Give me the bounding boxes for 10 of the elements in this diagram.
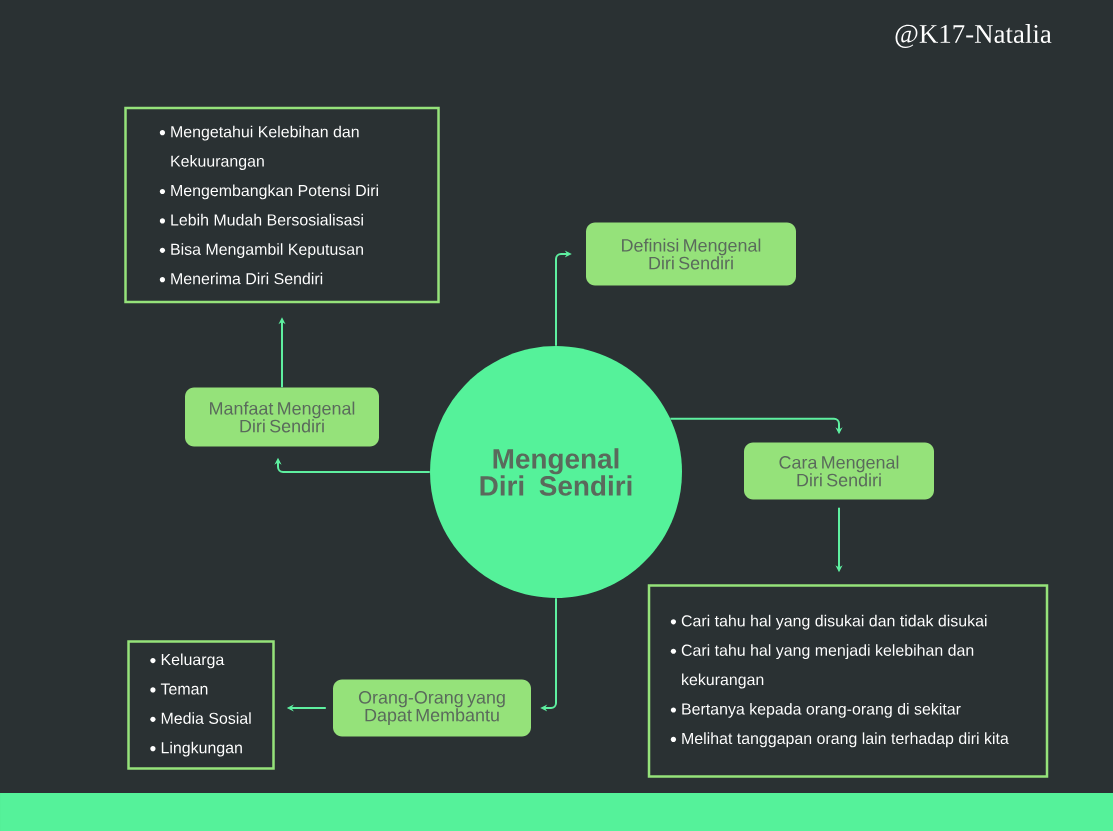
bullet-list-box: Keluarga Teman Media Sosial Lingkungan xyxy=(127,640,275,770)
bullet-list-box: Mengetahui Kelebihan dan Kekuurangan Mengembangkan Potensi Diri Lebih Mudah Bersosialisasi Bisa Mengambil Keputusan Menerima Diri Sendiri xyxy=(124,106,440,304)
bullet-list-box: Cari tahu hal yang disukai dan tidak disukai Cari tahu hal yang menjadi kelebihan dan kekurangan Bertanya kepada orang-orang di sekitar Melihat tanggapan orang lain terhadap diri kita xyxy=(647,584,1049,778)
arrow xyxy=(555,250,572,347)
arrow xyxy=(540,597,557,712)
topic-box: Cara Mengenal Diri Sendiri xyxy=(744,442,934,500)
topic-box: Orang-Orang yang Dapat Membantu xyxy=(333,679,531,737)
topic-box: Definisi Mengenal Diri Sendiri xyxy=(586,222,796,286)
handle-text: @K17-Natalia xyxy=(895,24,1052,48)
topic-box: Manfaat Mengenal Diri Sendiri xyxy=(185,387,379,447)
